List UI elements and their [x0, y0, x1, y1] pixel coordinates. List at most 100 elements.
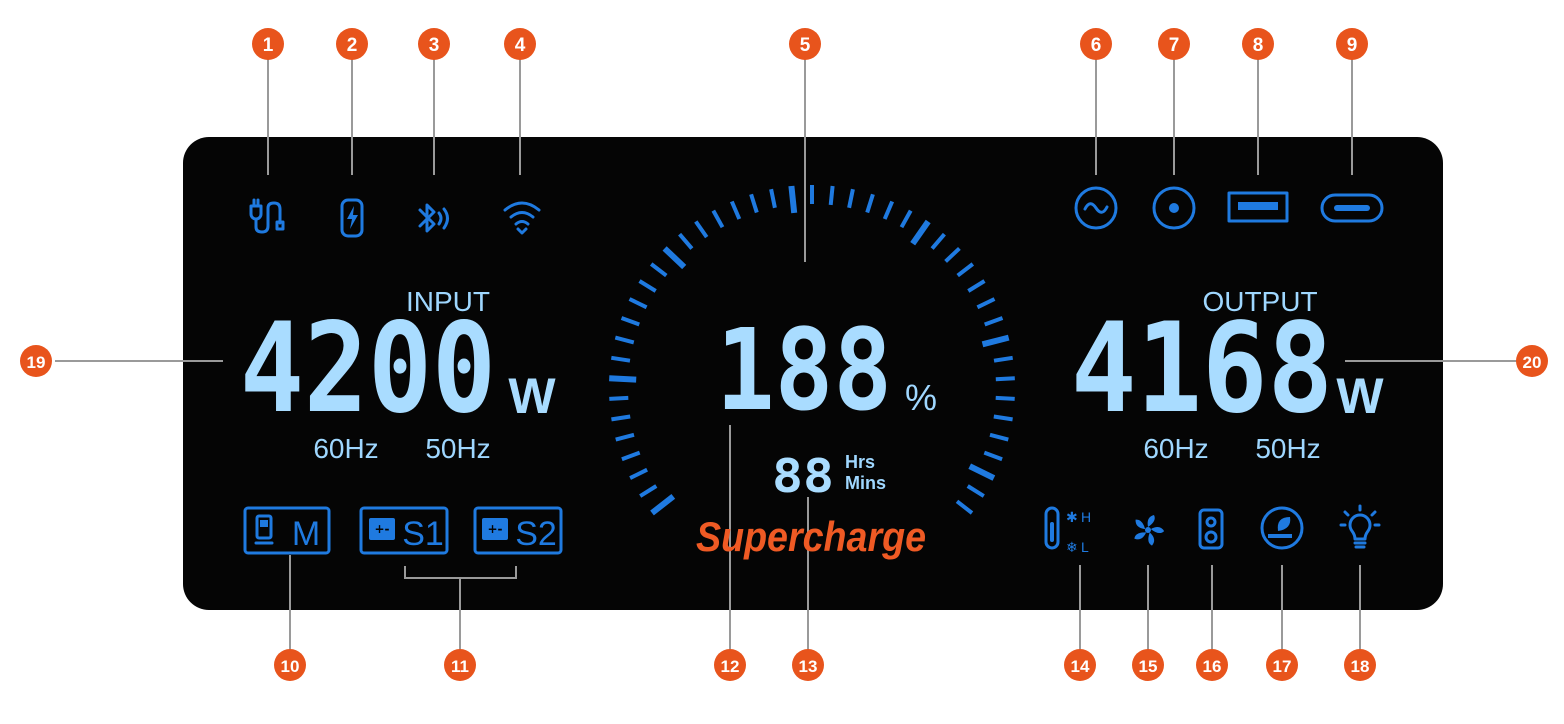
- svg-text:5: 5: [800, 35, 811, 56]
- callout-9: 9: [1336, 28, 1368, 60]
- svg-text:2: 2: [347, 35, 358, 56]
- main-battery-indicator: M: [243, 506, 331, 555]
- svg-text:8: 8: [1253, 35, 1264, 56]
- callout-8: 8: [1242, 28, 1274, 60]
- svg-text:12: 12: [721, 657, 740, 676]
- callout-2: 2: [336, 28, 368, 60]
- input-power-value: 4200: [240, 297, 496, 441]
- callout-17: 17: [1266, 649, 1298, 681]
- gauge-tick: [615, 432, 635, 442]
- s2-label: S2: [515, 515, 557, 553]
- gauge-tick: [749, 193, 759, 214]
- svg-text:4: 4: [515, 35, 526, 56]
- svg-text:15: 15: [1139, 657, 1158, 676]
- ac-output-icon: [1074, 186, 1118, 230]
- svg-text:16: 16: [1203, 657, 1222, 676]
- callout-3: 3: [418, 28, 450, 60]
- gauge-tick: [694, 220, 709, 239]
- callout-4: 4: [504, 28, 536, 60]
- gauge-tick: [955, 499, 974, 515]
- svg-text:+-: +-: [374, 522, 389, 536]
- gauge-tick: [662, 246, 687, 270]
- output-label: OUTPUT: [1202, 286, 1317, 317]
- gauge-tick: [628, 297, 648, 310]
- callout-16: 16: [1196, 649, 1228, 681]
- svg-text:3: 3: [429, 35, 440, 56]
- output-unit: W: [1336, 368, 1384, 424]
- bluetooth-icon: [418, 203, 449, 233]
- eco-mode-icon: [1260, 506, 1304, 550]
- svg-text:✱: ✱: [1066, 510, 1078, 526]
- input-freq-60: 60Hz: [313, 433, 378, 464]
- gauge-tick: [847, 188, 855, 209]
- gauge-tick: [989, 432, 1009, 442]
- svg-text:17: 17: [1273, 657, 1292, 676]
- gauge-tick: [944, 246, 961, 263]
- gauge-tick: [639, 484, 658, 498]
- svg-text:10: 10: [281, 657, 300, 676]
- gauge-tick: [620, 316, 640, 327]
- percent-unit: %: [905, 377, 937, 418]
- svg-text:11: 11: [451, 657, 469, 676]
- callout-15: 15: [1132, 649, 1164, 681]
- gauge-tick: [614, 335, 635, 345]
- callout-7: 7: [1158, 28, 1190, 60]
- gauge-tick: [711, 209, 725, 229]
- temperature-icon: ✱ H ❄ L: [1044, 506, 1091, 556]
- battery-plus-minus-icon: +-: [369, 518, 395, 540]
- callout-10: 10: [274, 649, 306, 681]
- callout-5: 5: [789, 28, 821, 60]
- gauge-tick: [930, 232, 946, 250]
- svg-text:18: 18: [1351, 657, 1370, 676]
- hrs-label: Hrs: [845, 452, 875, 472]
- output-freq-60: 60Hz: [1143, 433, 1208, 464]
- svg-text:1: 1: [263, 35, 274, 56]
- battery-plus-minus-icon: +-: [482, 518, 508, 540]
- gauge-tick: [956, 262, 975, 278]
- output-power-value: 4168: [1071, 297, 1333, 441]
- temp-high-label: H: [1081, 509, 1091, 525]
- usb-c-icon: [1320, 193, 1384, 223]
- gauge-tick: [899, 209, 913, 229]
- svg-text:9: 9: [1347, 35, 1358, 56]
- light-icon: [1339, 504, 1381, 549]
- gauge-tick: [638, 279, 657, 293]
- gauge-tick: [968, 463, 996, 481]
- callout-6: 6: [1080, 28, 1112, 60]
- dc-output-icon: [1152, 186, 1196, 230]
- output-freq-50: 50Hz: [1255, 433, 1320, 464]
- svg-text:+-: +-: [487, 522, 502, 536]
- gauge-tick: [621, 450, 641, 462]
- svg-text:20: 20: [1523, 353, 1542, 372]
- battery-pack-icon: [254, 514, 274, 545]
- fan-icon: [1134, 515, 1165, 546]
- leader-lines: [55, 58, 1518, 650]
- input-freq-50: 50Hz: [425, 433, 490, 464]
- gauge-tick: [650, 494, 676, 516]
- gauge-tick: [729, 200, 742, 220]
- callout-14: 14: [1064, 649, 1096, 681]
- gauge-tick: [976, 297, 996, 310]
- usb-a-icon: [1227, 191, 1289, 223]
- battery-gauge-ring: [609, 185, 1015, 516]
- gauge-tick: [629, 467, 648, 480]
- temp-low-label: L: [1081, 539, 1089, 555]
- gauge-tick: [995, 376, 1015, 382]
- gauge-tick: [882, 200, 895, 220]
- battery-percent-value: 188: [716, 306, 892, 436]
- svg-text:❄: ❄: [1066, 540, 1078, 556]
- input-label: INPUT: [406, 286, 490, 317]
- speaker-icon: [1198, 508, 1224, 550]
- s1-label: S1: [402, 515, 444, 553]
- wifi-icon: [503, 201, 541, 235]
- gauge-tick: [984, 316, 1004, 327]
- gauge-tick: [967, 279, 986, 293]
- callout-18: 18: [1344, 649, 1376, 681]
- gauge-tick: [649, 262, 668, 278]
- battery-charge-icon: [340, 198, 364, 238]
- callout-1: 1: [252, 28, 284, 60]
- gauge-tick: [910, 219, 931, 246]
- extra-battery-s2-indicator: +- S2: [473, 506, 563, 555]
